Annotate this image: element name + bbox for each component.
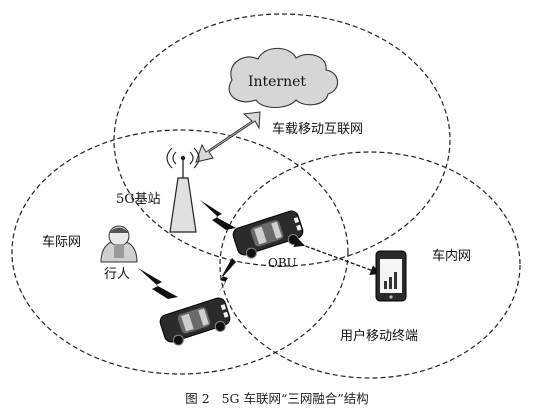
figure-title: 5G 车联网“三网融合”结构: [221, 391, 369, 406]
pedestrian-label: 行人: [104, 267, 131, 282]
vehicle-mobile-internet-label: 车载移动互联网: [272, 122, 364, 137]
v2x-network-label: 车际网: [42, 235, 82, 250]
base-station-icon: [166, 147, 200, 233]
in-vehicle-network-circle: [219, 151, 521, 379]
obu-car-icon: [232, 210, 304, 259]
internet-cloud-icon: [228, 47, 339, 109]
internet-label: Internet: [248, 74, 306, 90]
internet-link-arrow: [195, 111, 261, 163]
mobile-phone-icon: [375, 250, 407, 302]
wireless-link-icon: [200, 200, 236, 230]
in-vehicle-network-label: 车内网: [432, 249, 472, 264]
vehicle-mobile-internet-circle: [113, 13, 451, 267]
pedestrian-icon: [100, 225, 138, 263]
figure-number: 图 2: [185, 391, 210, 406]
figure-caption: 图 2 5G 车联网“三网融合”结构: [0, 388, 554, 407]
base-station-label: 5G基站: [116, 192, 161, 207]
wireless-link-icon: [138, 268, 178, 299]
user-mobile-terminal-label: 用户移动终端: [340, 329, 419, 344]
obu-label: OBU: [268, 256, 297, 270]
car-icon: [159, 297, 231, 346]
wireless-link-icon: [216, 258, 236, 296]
obu-terminal-link: [293, 237, 381, 276]
